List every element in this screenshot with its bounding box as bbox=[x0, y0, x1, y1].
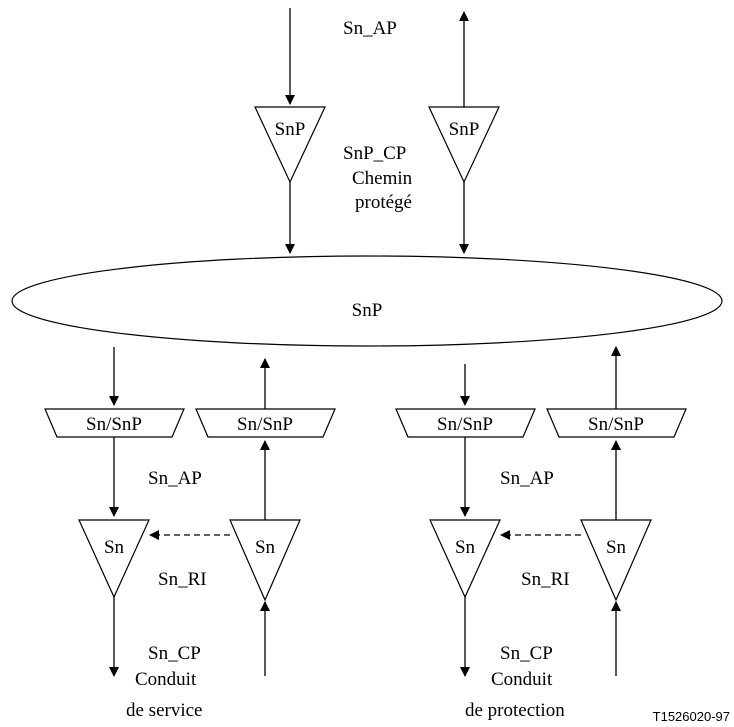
protection-conduit-label: Conduit bbox=[491, 669, 553, 690]
protection-sn-cp-label: Sn_CP bbox=[500, 643, 553, 664]
protection-sn-right-label: Sn bbox=[606, 537, 627, 558]
service-sn-left-triangle bbox=[78, 519, 150, 599]
core-snp-label: SnP bbox=[352, 300, 383, 321]
service-conduit-label: Conduit bbox=[135, 669, 197, 690]
figure-reference: T1526020-97 bbox=[653, 709, 730, 724]
service-sn-ap-label: Sn_AP bbox=[148, 468, 202, 489]
top-right-snp-label: SnP bbox=[449, 119, 480, 140]
protection-de-protection-label: de protection bbox=[465, 700, 565, 721]
service-sn-left-label: Sn bbox=[104, 537, 125, 558]
service-de-service-label: de service bbox=[126, 700, 202, 721]
service-adapt-down-trapezoid bbox=[44, 408, 185, 438]
protection-sn-left-triangle bbox=[429, 519, 501, 599]
protection-sn-right-triangle bbox=[580, 519, 652, 602]
top-protege-label: protégé bbox=[355, 192, 412, 213]
protection-sn-left-label: Sn bbox=[455, 537, 476, 558]
core-snp-ellipse bbox=[11, 255, 723, 347]
service-adapt-up-label: Sn/SnP bbox=[237, 414, 293, 435]
top-sn-ap-label: Sn_AP bbox=[343, 18, 397, 39]
service-adapt-down-label: Sn/SnP bbox=[86, 414, 142, 435]
service-sn-right-label: Sn bbox=[255, 537, 276, 558]
top-left-snp-label: SnP bbox=[275, 119, 306, 140]
top-left-snp-triangle bbox=[254, 106, 326, 184]
protection-adapt-down-trapezoid bbox=[395, 408, 536, 438]
protection-adapt-up-trapezoid bbox=[546, 408, 687, 438]
protection-adapt-down-label: Sn/SnP bbox=[437, 414, 493, 435]
top-snp-cp-label: SnP_CP bbox=[343, 143, 406, 164]
top-right-snp-triangle bbox=[428, 106, 500, 184]
top-chemin-label: Chemin bbox=[352, 168, 413, 189]
service-sn-right-triangle bbox=[229, 519, 301, 602]
service-sn-cp-label: Sn_CP bbox=[148, 643, 201, 664]
protection-sn-ap-label: Sn_AP bbox=[500, 468, 554, 489]
protection-adapt-up-label: Sn/SnP bbox=[588, 414, 644, 435]
protection-sn-ri-label: Sn_RI bbox=[521, 569, 570, 590]
service-adapt-up-trapezoid bbox=[195, 408, 336, 438]
service-sn-ri-label: Sn_RI bbox=[158, 569, 207, 590]
